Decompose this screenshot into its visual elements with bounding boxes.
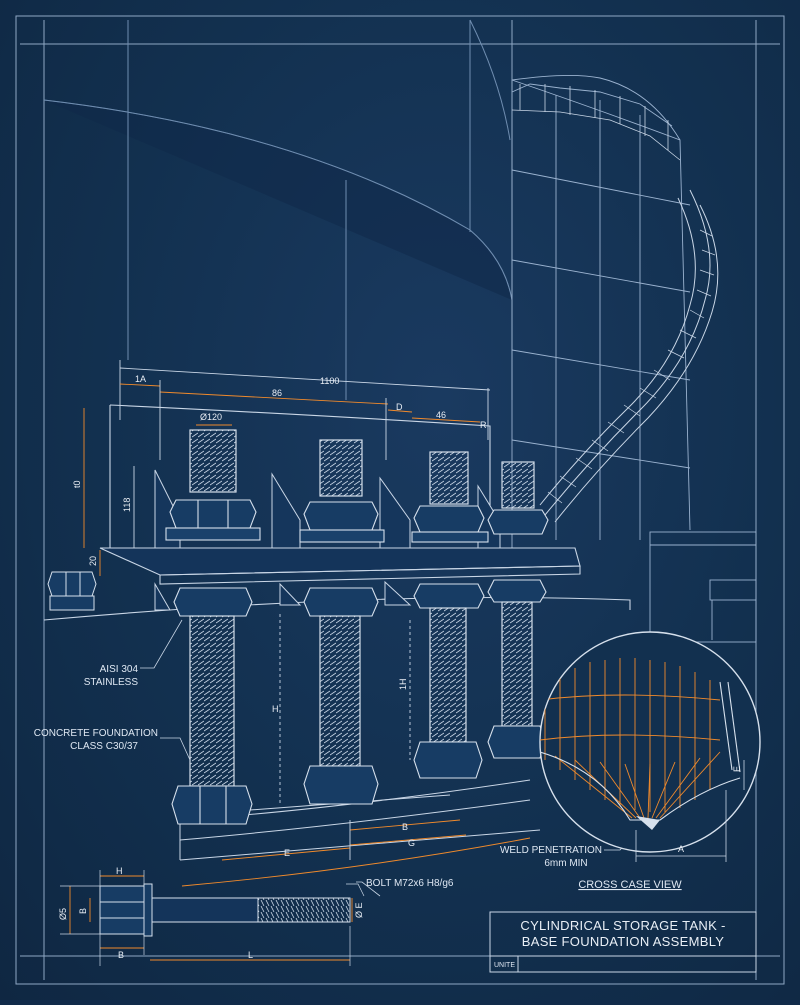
title-line-2: BASE FOUNDATION ASSEMBLY [522,934,725,949]
dim-t0: t0 [72,480,82,488]
tank-silhouette [43,19,513,400]
bolt-dim-dia-e: Ø E [354,902,364,918]
foundation-label-1: CONCRETE FOUNDATION [34,728,158,739]
material-label-1: AISI 304 [100,664,139,675]
dim-h: H [272,704,279,714]
dim-e-bottom: E [284,848,290,858]
base-plate [43,404,631,621]
anchor-bolt-3 [411,451,489,779]
bolt-dim-b-side: B [78,908,88,914]
loose-nut [47,571,97,611]
dim-d: D [396,402,403,412]
dim-1a: 1A [135,374,146,384]
dim-86: 86 [272,388,282,398]
dim-b-bottom: B [402,822,408,832]
title-field-label: UNITE [494,962,515,969]
dim-g-bottom: G [408,838,415,848]
dim-1100: 1100 [320,376,339,386]
leader-lines [140,619,641,897]
dim-1h: 1H [398,678,408,690]
anchor-bolt-1 [165,429,261,825]
weld-label-2: 6mm MIN [544,858,587,869]
dim-a-detail: A [678,844,684,854]
title-block [489,911,757,973]
side-building [649,531,757,643]
material-label-2: STAINLESS [84,677,139,688]
gusset-plates [154,469,501,611]
dim-r: R [480,420,487,430]
dim-e-detail: E [732,766,742,772]
dim-118: 118 [122,498,132,512]
foundation-label-2: CLASS C30/37 [70,741,138,752]
anchor-bolt-2 [299,439,385,805]
weld-label-1: WELD PENETRATION [500,845,602,856]
anchor-bolt-4 [487,461,549,759]
stair-railing [511,84,719,523]
tank-body [511,74,691,560]
title-line-1: CYLINDRICAL STORAGE TANK - [520,918,725,933]
bolt-dim-b-bottom: B [118,950,124,960]
bolt-dim-l: L [248,950,253,960]
dimension-lines [83,360,531,887]
bolt-spec-label: BOLT M72x6 H8/g6 [366,878,454,889]
bolt-dim-h: H [116,866,123,876]
bolt-dim-dia5: Ø5 [58,908,68,920]
bolt-detail [60,870,365,966]
cross-view-label: CROSS CASE VIEW [578,879,682,891]
dim-46: 46 [436,410,446,420]
cross-section-detail [539,631,761,862]
dim-20: 20 [88,556,98,566]
dim-dia-120: Ø120 [200,412,222,422]
